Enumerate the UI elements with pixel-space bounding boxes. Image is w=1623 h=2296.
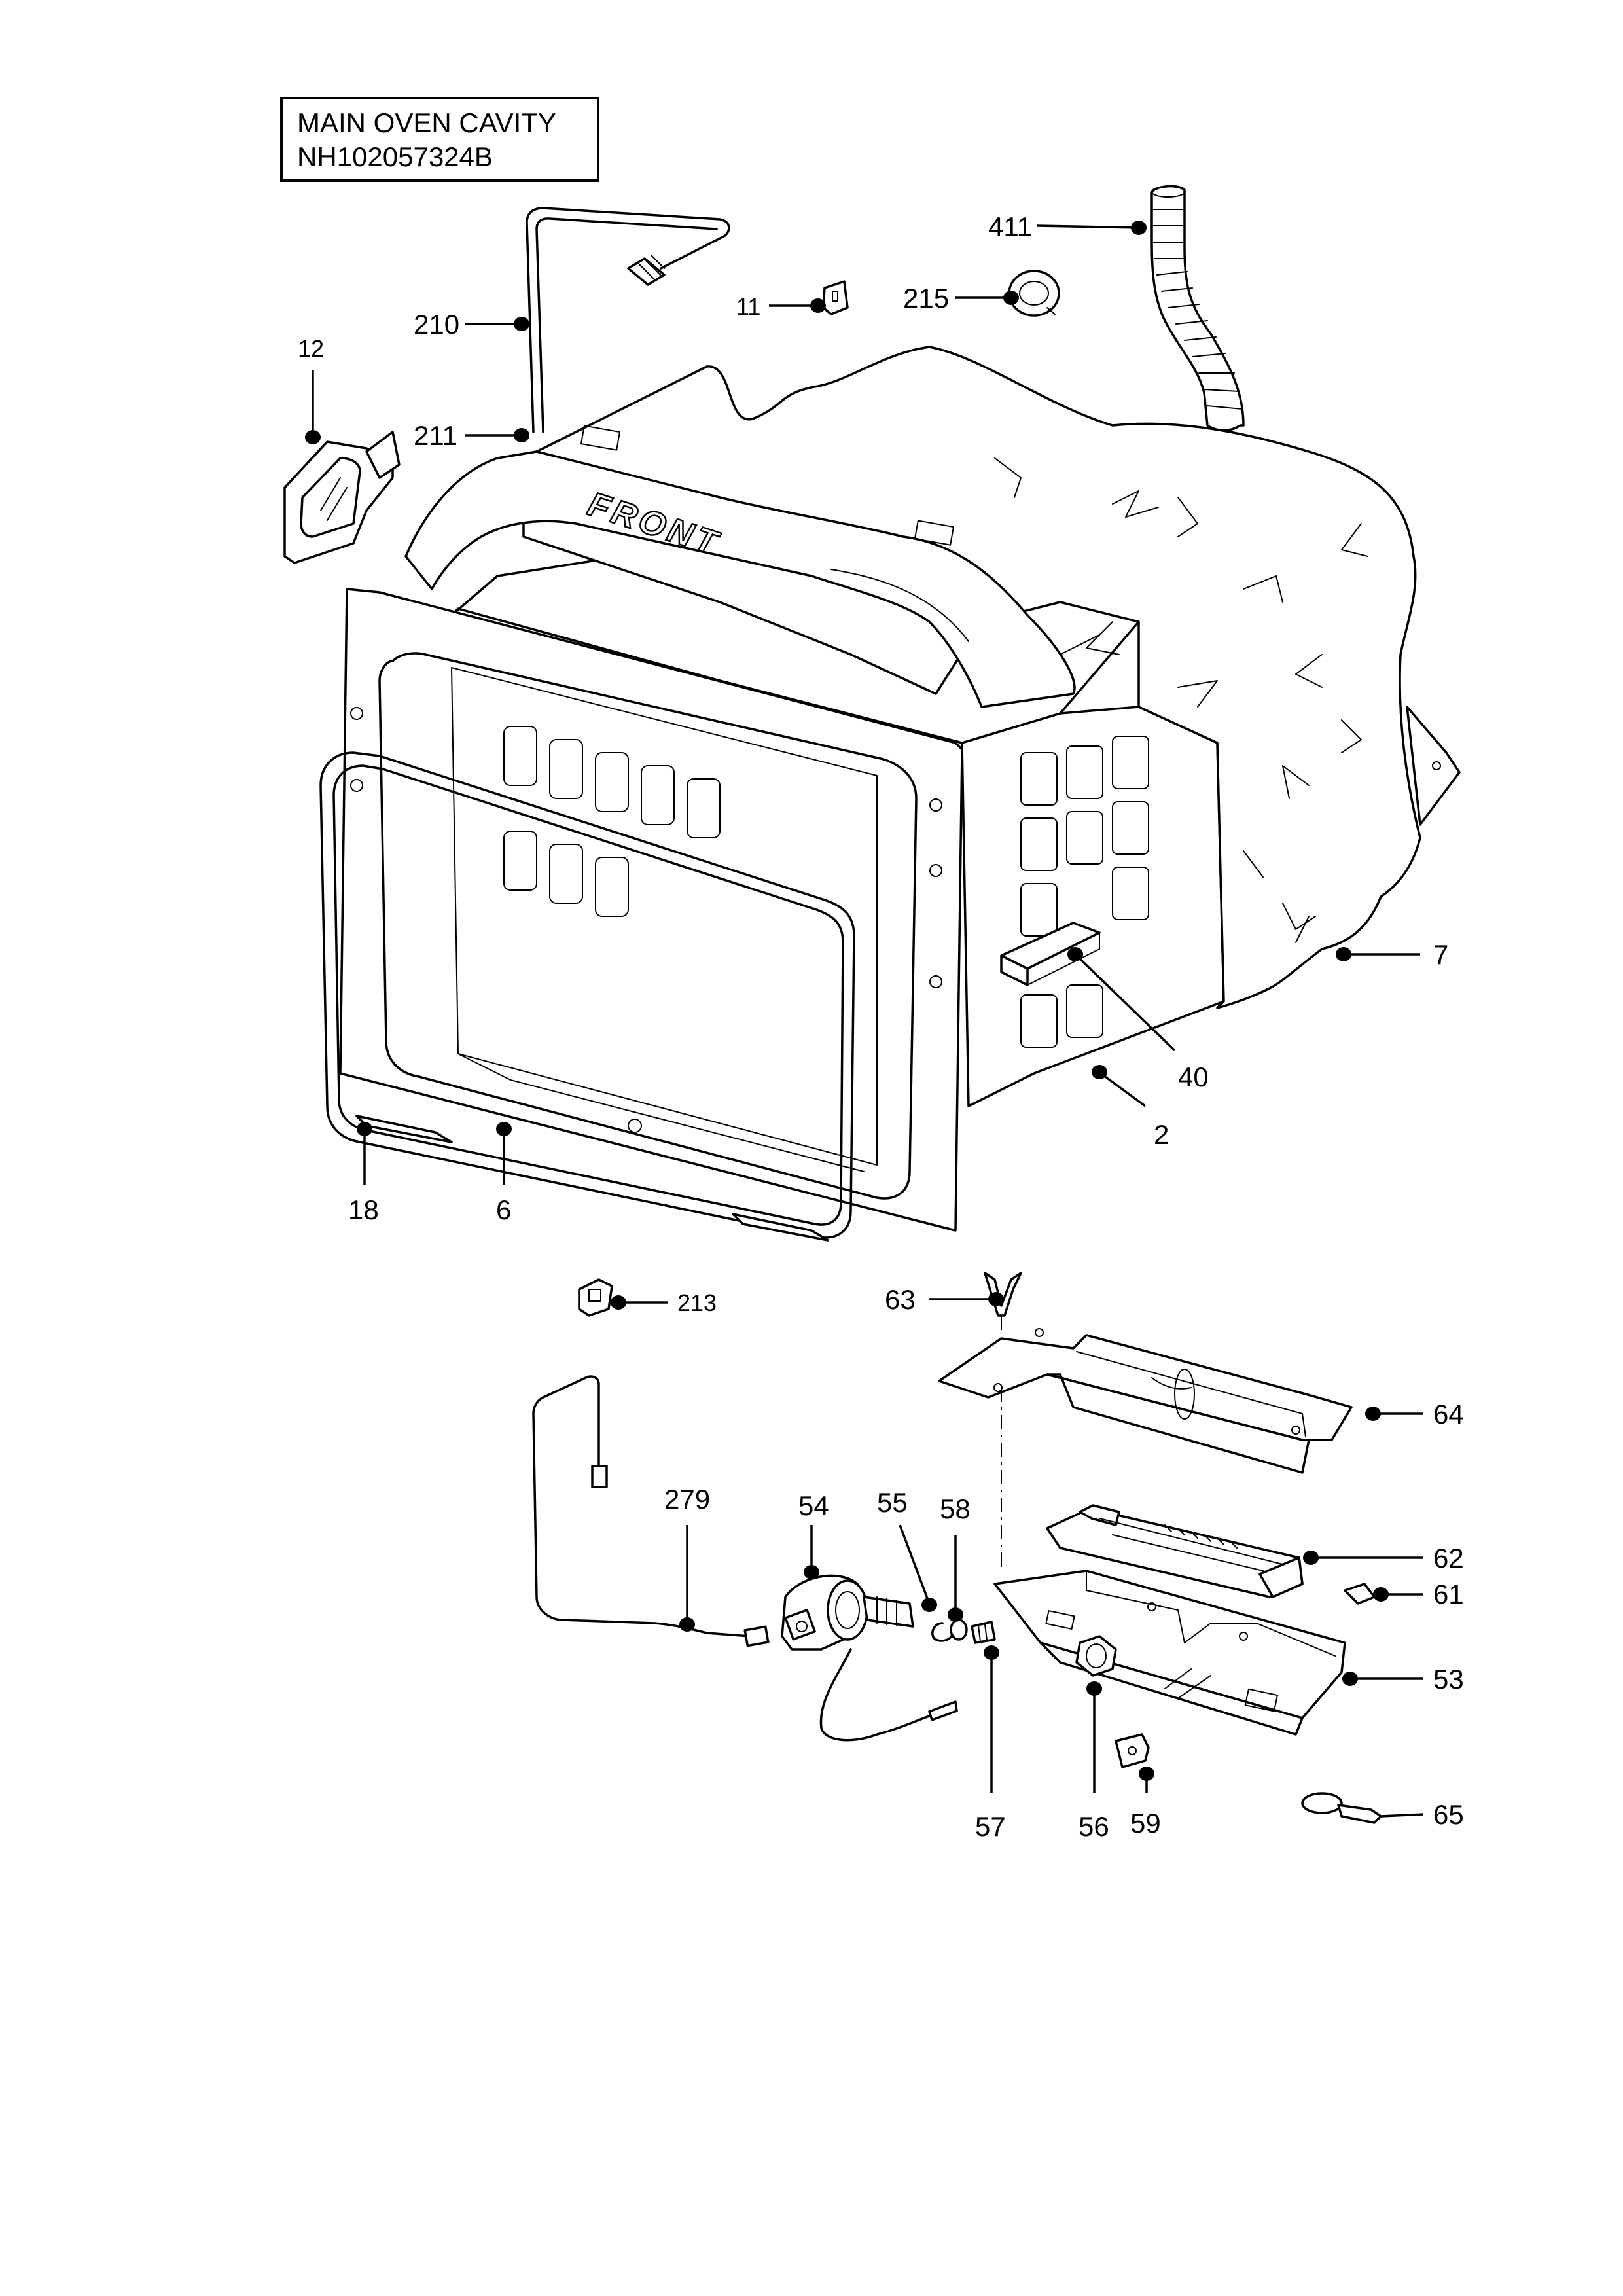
callout-54: 54	[798, 1490, 829, 1579]
label-210: 210	[414, 309, 459, 340]
callout-59: 59	[1130, 1767, 1161, 1839]
label-54: 54	[798, 1490, 829, 1521]
label-58: 58	[940, 1494, 971, 1524]
label-215: 215	[903, 283, 949, 314]
callout-63: 63	[885, 1284, 1004, 1315]
label-53: 53	[1433, 1664, 1464, 1695]
callout-18: 18	[348, 1122, 379, 1225]
callout-55: 55	[877, 1487, 937, 1612]
label-59: 59	[1130, 1808, 1161, 1839]
callout-62: 62	[1303, 1543, 1464, 1573]
label-64: 64	[1433, 1399, 1464, 1429]
label-7: 7	[1433, 939, 1448, 970]
label-61: 61	[1433, 1579, 1464, 1609]
callout-211: 211	[414, 420, 529, 451]
insulation-texture	[994, 457, 1368, 943]
label-2: 2	[1154, 1119, 1169, 1150]
callout-279: 279	[664, 1484, 710, 1632]
washer	[950, 1619, 968, 1641]
label-18: 18	[348, 1194, 379, 1225]
back-wall-stampings	[503, 726, 721, 917]
label-57: 57	[975, 1811, 1006, 1842]
label-279: 279	[664, 1484, 710, 1515]
flexible-hose	[1150, 185, 1245, 432]
callout-64: 64	[1365, 1399, 1464, 1429]
wiring-harness	[532, 1375, 770, 1647]
diagram-part-number: NH102057324B	[297, 141, 493, 172]
label-65: 65	[1433, 1799, 1464, 1830]
callout-57: 57	[975, 1645, 1006, 1842]
label-62: 62	[1433, 1543, 1464, 1573]
callout-213: 213	[611, 1289, 717, 1316]
callout-210: 210	[414, 309, 529, 340]
injector	[971, 1621, 996, 1644]
burner	[1046, 1504, 1304, 1598]
oven-lamp	[283, 431, 401, 564]
burner-cover	[938, 1328, 1353, 1474]
callout-6: 6	[496, 1122, 512, 1225]
thermocouple-wire	[526, 207, 730, 433]
callout-215: 215	[903, 283, 1019, 314]
top-heat-shield	[404, 450, 1076, 708]
callout-2: 2	[1092, 1065, 1169, 1150]
label-211: 211	[414, 420, 457, 451]
valve-body	[781, 1574, 958, 1742]
label-11: 11	[736, 293, 760, 320]
callout-58: 58	[940, 1494, 971, 1622]
oven-cavity: FRONT	[339, 346, 1421, 1232]
front-frame	[339, 588, 963, 1232]
burner-tray	[993, 1570, 1346, 1736]
thermocouple-probe	[1301, 1792, 1382, 1824]
callout-56: 56	[1079, 1681, 1109, 1842]
label-6: 6	[496, 1194, 511, 1225]
label-56: 56	[1079, 1811, 1109, 1842]
label-63: 63	[885, 1284, 916, 1315]
locknut	[1075, 1635, 1117, 1677]
shelf-rail	[1000, 922, 1101, 986]
callout-7: 7	[1336, 939, 1448, 970]
side-wall-stampings	[1020, 736, 1149, 1048]
bracket-59	[1115, 1733, 1150, 1768]
callout-40: 40	[1067, 947, 1209, 1092]
callout-61: 61	[1373, 1579, 1464, 1609]
door-seal	[319, 751, 855, 1242]
callout-11: 11	[736, 293, 826, 320]
clip-61	[1344, 1583, 1376, 1605]
callout-411: 411	[988, 211, 1147, 242]
label-55: 55	[877, 1487, 908, 1518]
label-40: 40	[1178, 1062, 1209, 1092]
diagram-title: MAIN OVEN CAVITY	[297, 107, 556, 138]
clip-63	[984, 1272, 1022, 1317]
label-411: 411	[988, 211, 1032, 242]
circlip	[931, 1622, 954, 1642]
callout-65: 65	[1380, 1799, 1464, 1830]
small-bracket-11	[822, 280, 849, 315]
label-12: 12	[298, 335, 324, 362]
label-213: 213	[677, 1289, 717, 1316]
diagram-title-box: MAIN OVEN CAVITY NH102057324B	[280, 97, 599, 182]
rear-bracket	[1406, 706, 1461, 826]
callout-12: 12	[298, 335, 324, 444]
callout-53: 53	[1342, 1664, 1464, 1695]
clip-213	[578, 1278, 613, 1317]
